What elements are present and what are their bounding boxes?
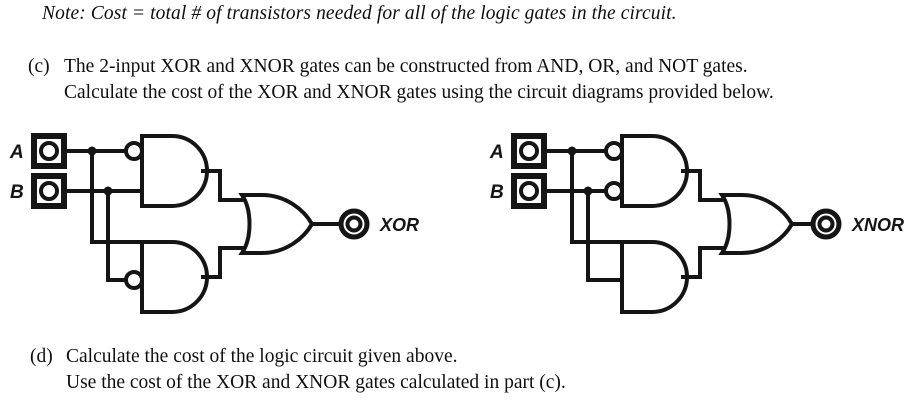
wire-b-branch-down <box>586 189 624 282</box>
upper-and-input-b-bubble <box>604 181 624 201</box>
question-d-line1-text: Calculate the cost of the logic circuit … <box>66 346 458 367</box>
question-d: (d) Calculate the cost of the logic circu… <box>30 344 566 396</box>
wire-lower-and-to-or <box>681 246 726 279</box>
question-d-line1: (d) Calculate the cost of the logic circu… <box>30 344 566 370</box>
junction-dot-b <box>103 186 113 196</box>
output-terminal-xnor[interactable] <box>810 208 842 240</box>
question-d-marker: (d) <box>30 346 53 367</box>
upper-and-input-a-bubble <box>124 141 144 161</box>
output-label-xor: XOR <box>379 215 419 235</box>
question-d-line2: Use the cost of the XOR and XNOR gates c… <box>30 370 566 396</box>
question-c: (c) The 2-input XOR and XNOR gates can be… <box>28 54 774 106</box>
lower-and-gate <box>140 240 209 314</box>
wire-a-branch-down <box>570 149 624 244</box>
input-label-a: A <box>9 142 24 163</box>
or-gate <box>238 193 315 255</box>
upper-and-input-a-bubble <box>604 141 624 161</box>
upper-and-gate <box>140 134 209 208</box>
xor-circuit-diagram: A B XOR <box>4 128 440 333</box>
question-c-line2: Calculate the cost of the XOR and XNOR g… <box>28 80 774 106</box>
wire-upper-and-to-or <box>681 169 726 202</box>
junction-dot-a <box>567 146 577 156</box>
junction-dot-a <box>87 146 97 156</box>
wire-lower-and-to-or <box>201 246 246 279</box>
circuit-diagrams-area: A B XOR <box>0 128 918 333</box>
input-terminal-a[interactable] <box>31 133 67 169</box>
input-terminal-b[interactable] <box>511 173 547 209</box>
note-line: Note: Cost = total # of transistors need… <box>42 3 677 24</box>
input-label-b: B <box>490 182 504 203</box>
lower-and-input-b-bubble <box>124 270 144 290</box>
lower-and-gate <box>620 240 689 314</box>
junction-dot-b <box>583 186 593 196</box>
wire-upper-and-to-or <box>201 169 246 202</box>
or-gate <box>718 193 795 255</box>
question-c-line2-text: Calculate the cost of the XOR and XNOR g… <box>64 82 774 103</box>
input-terminal-b[interactable] <box>31 173 67 209</box>
output-label-xnor: XNOR <box>851 215 904 235</box>
input-label-b: B <box>10 182 24 203</box>
input-terminal-a[interactable] <box>511 133 547 169</box>
question-c-marker: (c) <box>28 56 50 77</box>
wire-b-branch-down <box>106 189 127 282</box>
input-label-a: A <box>489 142 504 163</box>
question-d-line2-text: Use the cost of the XOR and XNOR gates c… <box>66 372 566 393</box>
wire-a-branch-down <box>90 149 144 244</box>
output-terminal-xor[interactable] <box>338 208 370 240</box>
xnor-circuit-diagram: A B XNOR <box>484 128 918 333</box>
question-c-line1-text: The 2-input XOR and XNOR gates can be co… <box>64 56 748 77</box>
question-c-line1: (c) The 2-input XOR and XNOR gates can be… <box>28 54 774 80</box>
upper-and-gate <box>620 134 689 208</box>
